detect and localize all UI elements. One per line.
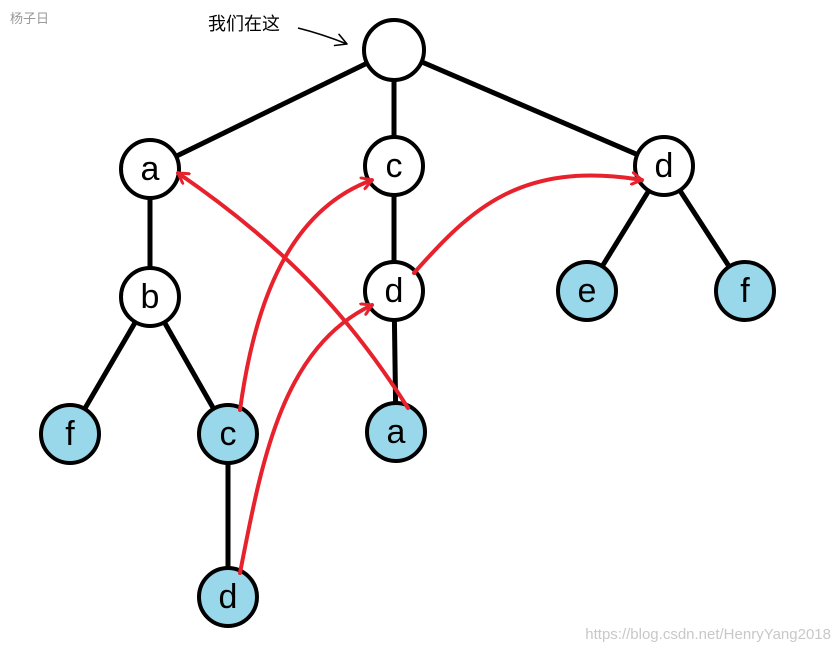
corner-label: 杨子日	[10, 12, 50, 27]
node-circle	[39, 403, 101, 465]
tree-node-a2: a	[365, 401, 427, 463]
node-circle	[714, 260, 776, 322]
edge-root-d1	[393, 47, 665, 169]
node-circle	[363, 260, 425, 322]
tree-node-c2: c	[197, 403, 259, 465]
node-circle	[197, 403, 259, 465]
tree-node-f1: f	[39, 403, 101, 465]
node-label: e	[578, 272, 597, 310]
node-label: f	[740, 272, 750, 310]
node-circle	[119, 138, 181, 200]
red-link-arrows	[176, 171, 644, 575]
link-arrow-d3-to-d2	[238, 305, 374, 575]
node-circle	[363, 135, 425, 197]
node-label: a	[141, 150, 160, 188]
edge-root-a1	[148, 47, 396, 172]
node-label: d	[219, 578, 238, 616]
link-arrow-d2-to-d1	[412, 176, 644, 275]
tree-edges	[67, 47, 748, 597]
node-label: d	[655, 147, 674, 185]
node-circle	[556, 260, 618, 322]
callout-text: 我们在这	[208, 14, 280, 35]
tree-node-root	[362, 18, 426, 82]
tree-node-e1: e	[556, 260, 618, 322]
tree-nodes: a c d b d e f f c a d	[39, 18, 776, 628]
callout: 我们在这	[208, 14, 348, 47]
node-label: a	[387, 413, 406, 451]
node-label: c	[386, 147, 403, 185]
node-label: d	[385, 272, 404, 310]
node-circle	[362, 18, 426, 82]
tree-node-f2: f	[714, 260, 776, 322]
tree-node-a1: a	[119, 138, 181, 200]
watermark: https://blog.csdn.net/HenryYang2018	[585, 626, 831, 643]
callout-arrow	[297, 27, 348, 47]
link-arrow-c2-to-c1	[238, 180, 374, 412]
node-label: b	[141, 278, 160, 316]
node-circle	[197, 566, 259, 628]
node-label: f	[65, 415, 75, 453]
tree-node-c1: c	[363, 135, 425, 197]
link-arrow-a2-to-a1	[176, 171, 410, 410]
tree-node-d3: d	[197, 566, 259, 628]
node-circle	[633, 135, 695, 197]
node-circle	[365, 401, 427, 463]
tree-node-d1: d	[633, 135, 695, 197]
node-circle	[119, 266, 181, 328]
node-label: c	[220, 415, 237, 453]
tree-node-b1: b	[119, 266, 181, 328]
tree-node-d2: d	[363, 260, 425, 322]
